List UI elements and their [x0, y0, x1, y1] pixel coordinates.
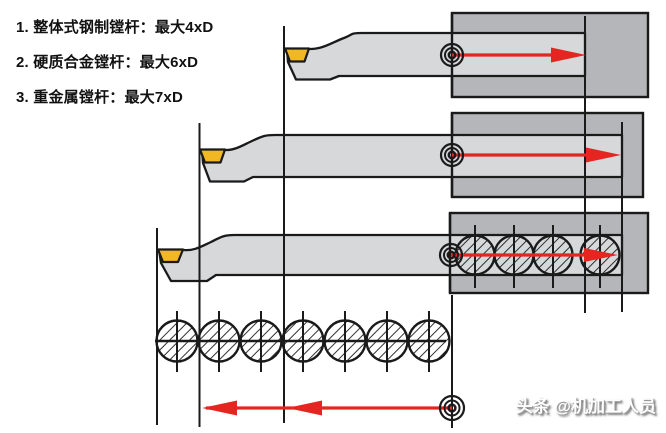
cutting-insert-icon [156, 248, 185, 264]
datum-lines [156, 16, 623, 428]
overhang-arrow-icon [451, 248, 618, 262]
damping-slug-row [155, 311, 451, 372]
cutting-insert-icon [198, 148, 227, 164]
datum-target-icon [438, 242, 464, 268]
legend-item-steel-bar: 1. 整体式钢制镗杆：最大4xD [16, 19, 214, 36]
overhang-arrow-icon [452, 147, 621, 163]
boring-bar-2 [198, 133, 624, 183]
datum-target-icon [439, 42, 465, 68]
boring-bar-1 [283, 31, 587, 81]
overhang-arrow-icon [452, 47, 586, 63]
datum-target-icon [439, 142, 465, 168]
overhang-arrow-icon [202, 400, 452, 416]
legend-item-carbide-bar: 2. 硬质合金镗杆：最大6xD [16, 54, 199, 71]
legend: 1. 整体式钢制镗杆：最大4xD 2. 硬质合金镗杆：最大6xD 3. 重金属镗… [16, 10, 316, 115]
datum-target-icon [438, 394, 466, 422]
cutting-insert-icon [283, 47, 311, 63]
watermark: 头条 @机加工人员 [515, 397, 656, 416]
legend-item-heavy-metal-bar: 3. 重金属镗杆：最大7xD [16, 89, 183, 106]
